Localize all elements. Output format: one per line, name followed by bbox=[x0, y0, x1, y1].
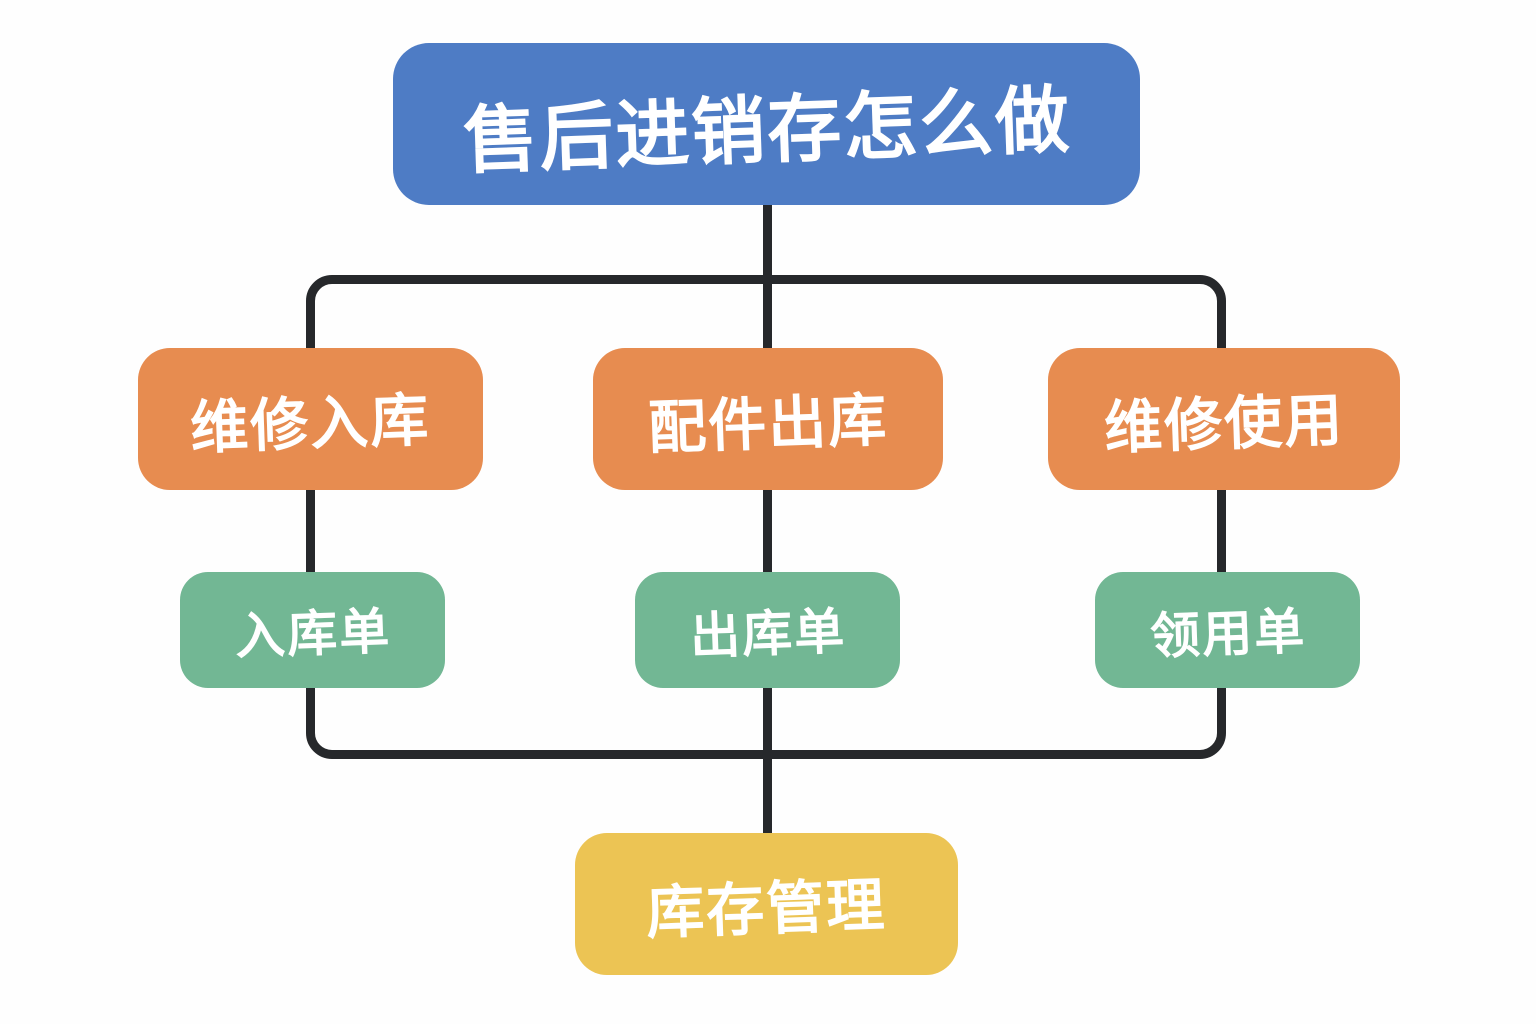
process-node-label: 配件出库 bbox=[647, 385, 890, 463]
process-node-repair-inbound: 维修入库 bbox=[138, 348, 483, 490]
document-node-label: 领用单 bbox=[1148, 602, 1307, 666]
document-node-label: 出库单 bbox=[688, 602, 847, 666]
result-node-label: 库存管理 bbox=[645, 870, 888, 948]
process-node-parts-outbound: 配件出库 bbox=[593, 348, 943, 490]
center-connector-line bbox=[763, 205, 772, 835]
process-node-repair-usage: 维修使用 bbox=[1048, 348, 1400, 490]
document-node-inbound-order: 入库单 bbox=[180, 572, 445, 688]
process-node-label: 维修入库 bbox=[189, 385, 432, 463]
result-node-inventory-management: 库存管理 bbox=[575, 833, 958, 975]
document-node-requisition-order: 领用单 bbox=[1095, 572, 1360, 688]
process-node-label: 维修使用 bbox=[1103, 385, 1346, 463]
document-node-outbound-order: 出库单 bbox=[635, 572, 900, 688]
document-node-label: 入库单 bbox=[233, 602, 392, 666]
root-node-label: 售后进销存怎么做 bbox=[461, 76, 1073, 185]
root-node-aftersales-inventory: 售后进销存怎么做 bbox=[393, 43, 1140, 205]
